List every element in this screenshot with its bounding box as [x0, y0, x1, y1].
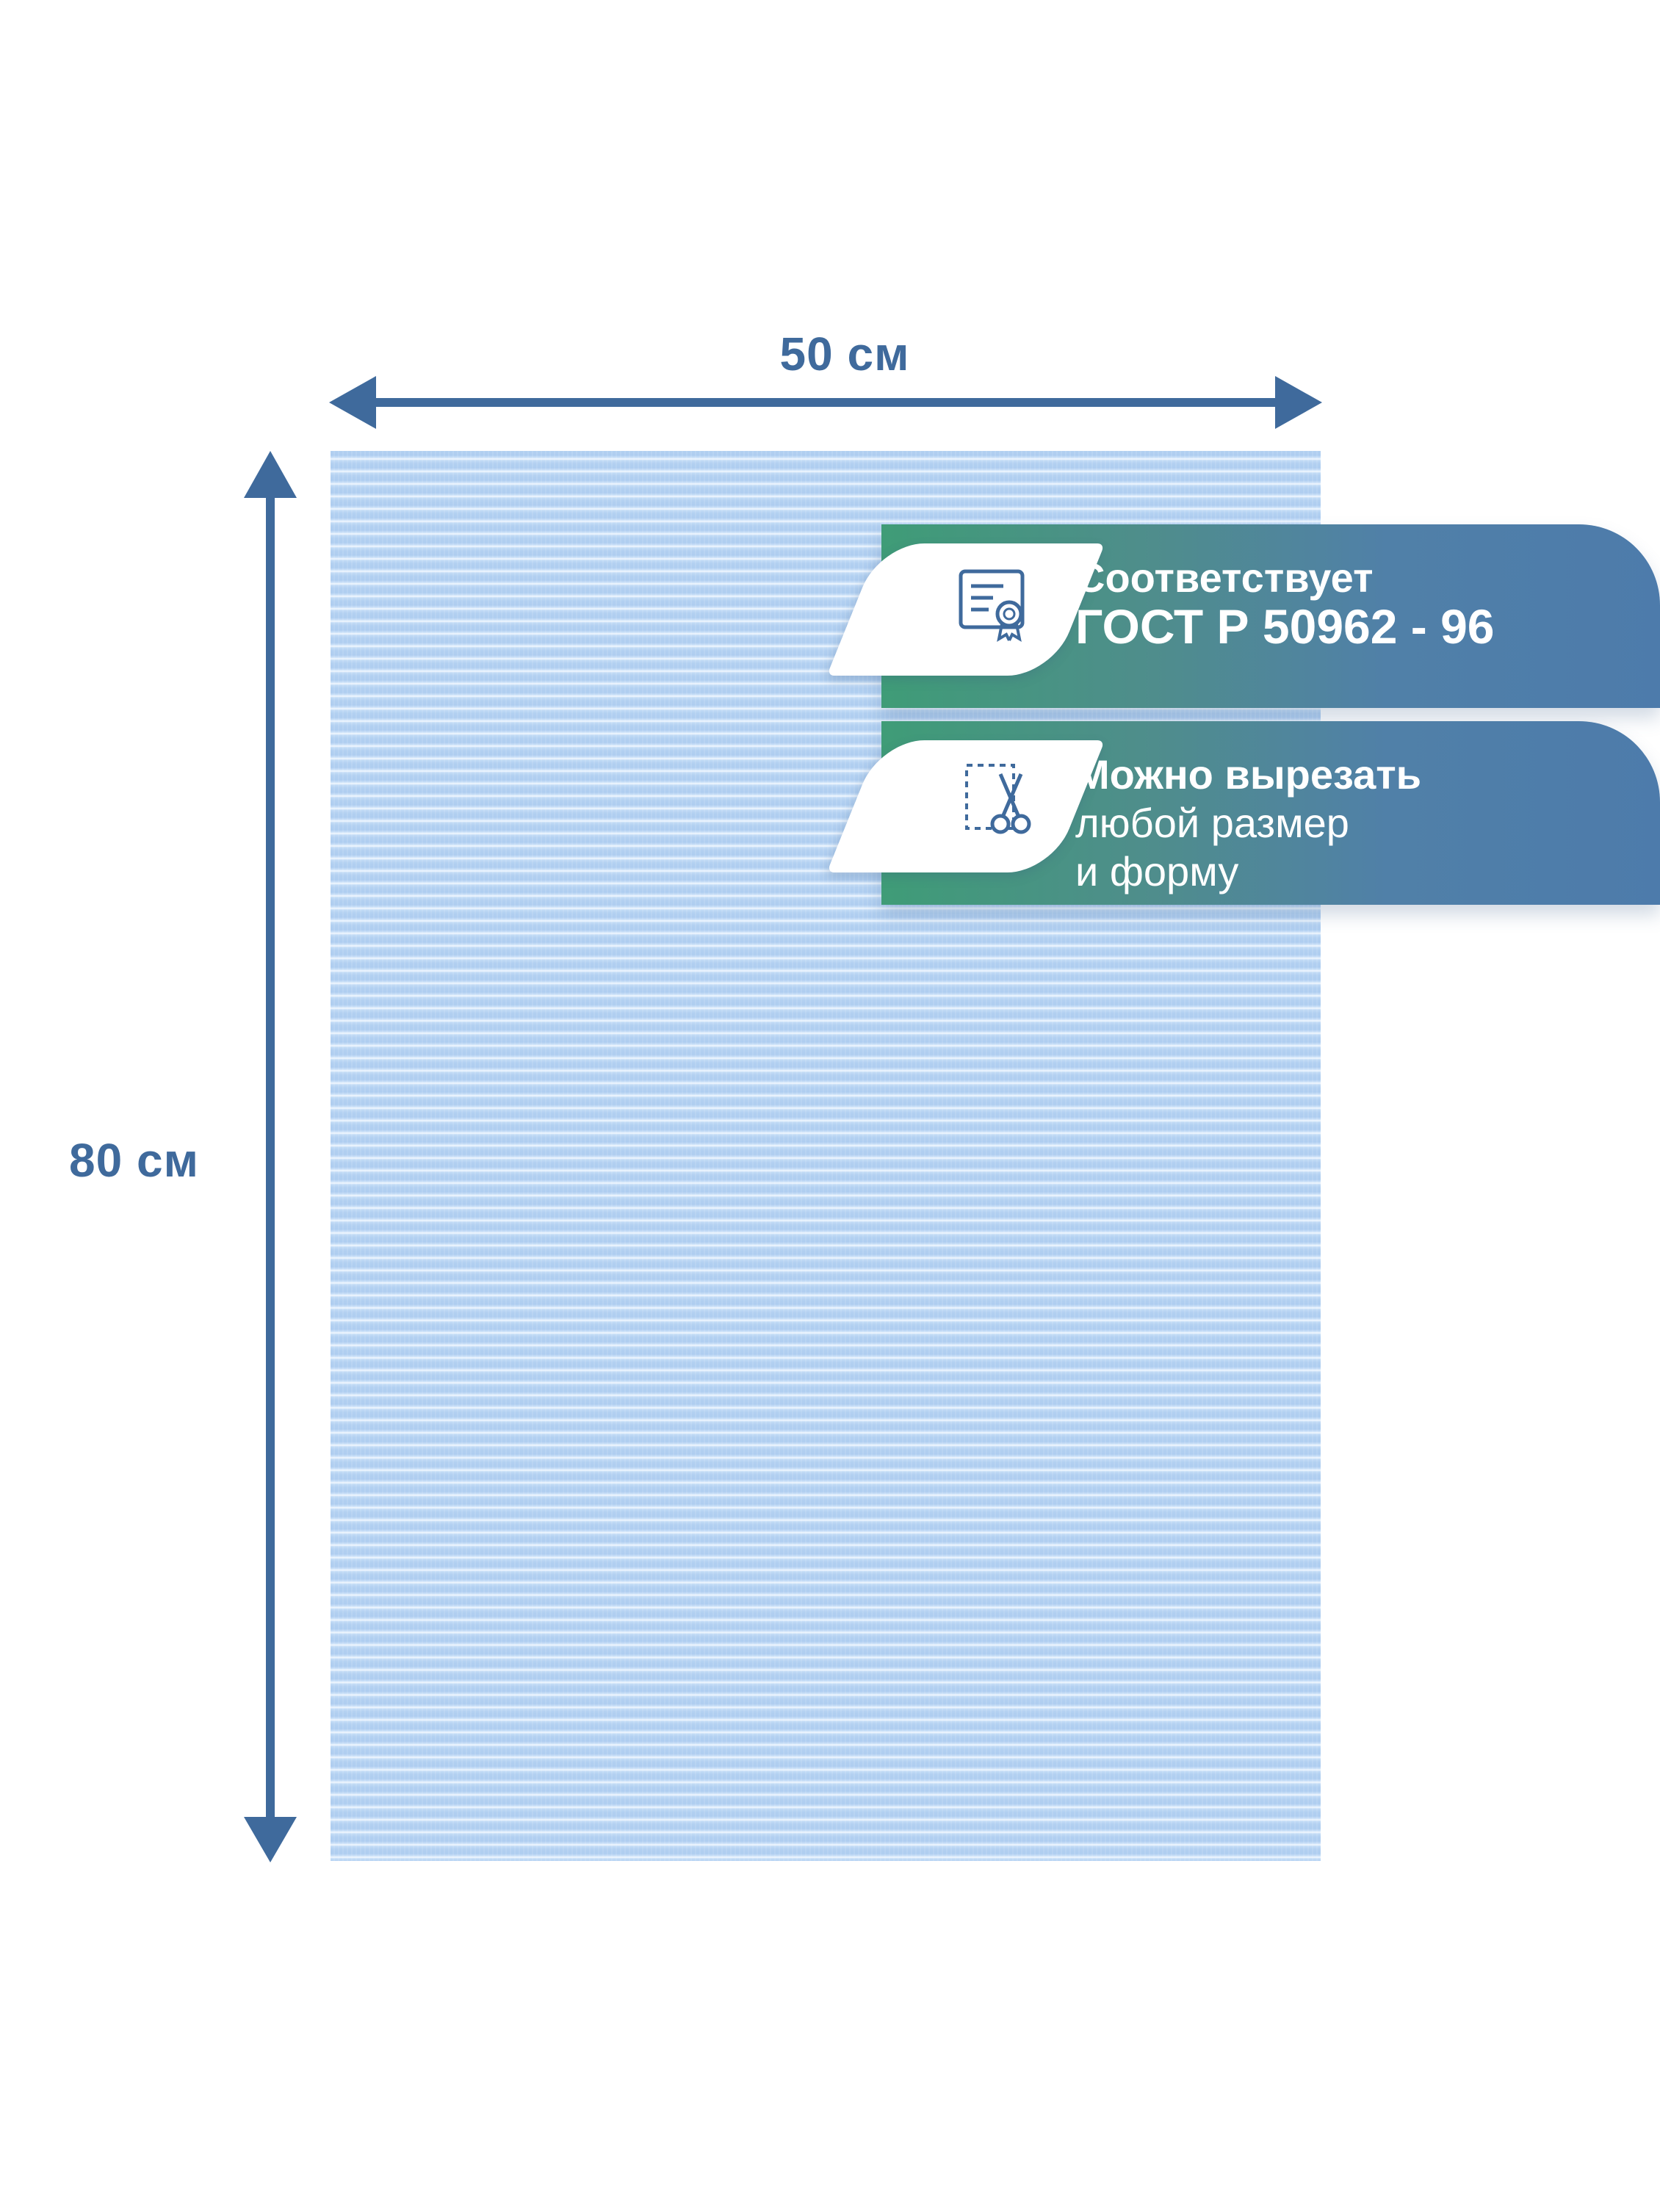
gost-badge: Соответствует ГОСТ Р 50962 - 96 [826, 524, 1660, 708]
scissors-cut-icon [965, 764, 1031, 834]
badge-line: Соответствует [1075, 554, 1374, 601]
cut-to-size-badge: Можно вырезать любой размер и форму [826, 721, 1660, 905]
certificate-icon [959, 569, 1025, 643]
badge-text: Соответствует ГОСТ Р 50962 - 96 [1075, 554, 1495, 651]
bath-mat-image [331, 451, 1321, 1861]
badge-line: Можно вырезать [1075, 751, 1422, 798]
height-dimension-label: 80 см [69, 1134, 199, 1187]
badge-text: Можно вырезать любой размер и форму [1075, 751, 1421, 896]
height-arrow [244, 451, 297, 1862]
badge-line: любой размер [1075, 800, 1349, 846]
badge-line: ГОСТ Р 50962 - 96 [1075, 599, 1495, 654]
width-dimension-label: 50 см [779, 328, 910, 380]
badge-line: и форму [1075, 848, 1239, 894]
width-arrow [329, 376, 1322, 429]
